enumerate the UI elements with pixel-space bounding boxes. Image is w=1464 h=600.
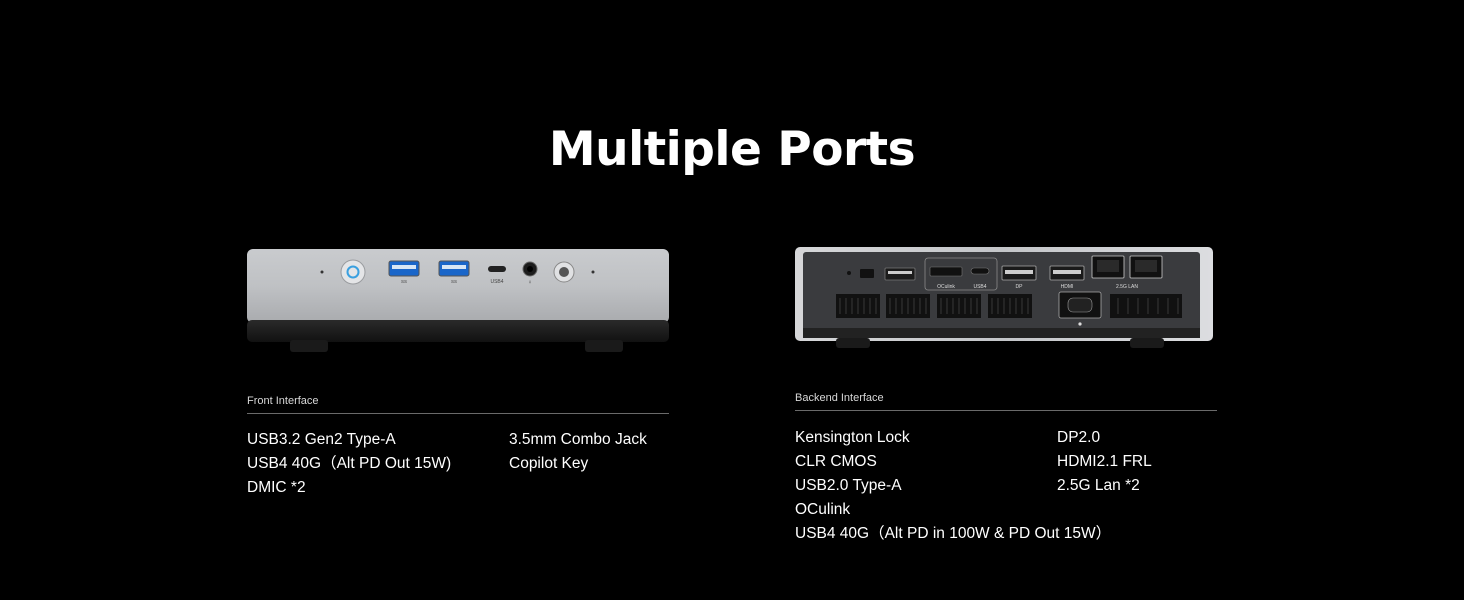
svg-text:SS: SS xyxy=(451,279,457,284)
backend-specs-right: DP2.0 HDMI2.1 FRL 2.5G Lan *2 xyxy=(1057,426,1152,498)
usb-c-port-icon xyxy=(970,267,990,275)
backend-interface-label: Backend Interface xyxy=(795,392,884,404)
hdmi-label: HDMI xyxy=(1061,284,1074,290)
power-button-icon xyxy=(340,259,366,285)
front-specs-right: 3.5mm Combo Jack Copilot Key xyxy=(509,428,647,476)
front-divider xyxy=(247,413,669,414)
front-usb4-label: USB4 xyxy=(490,279,503,285)
spec-item: USB4 40G（Alt PD Out 15W) xyxy=(247,455,452,472)
dp-label: DP xyxy=(1016,284,1024,290)
front-interface-label: Front Interface xyxy=(247,395,319,407)
spec-item: 3.5mm Combo Jack xyxy=(509,431,647,448)
spec-item: 2.5G Lan *2 xyxy=(1057,477,1140,494)
mic-icon xyxy=(320,270,324,274)
spec-item: USB3.2 Gen2 Type-A xyxy=(247,431,396,448)
page-title: Multiple Ports xyxy=(548,122,916,177)
front-base xyxy=(247,320,669,342)
vent-grille xyxy=(836,294,1182,318)
front-body xyxy=(247,249,669,323)
oculink-port-icon xyxy=(929,266,963,277)
backend-divider xyxy=(795,410,1217,411)
lan-label: 2.5G LAN xyxy=(1116,284,1138,290)
usb-c-port-icon xyxy=(488,266,506,272)
spec-item: CLR CMOS xyxy=(795,453,877,470)
spec-item: DMIC *2 xyxy=(247,479,306,496)
spec-item: OCulink xyxy=(795,501,851,518)
svg-text:♀: ♀ xyxy=(528,280,533,286)
spec-item: Kensington Lock xyxy=(795,429,910,446)
spec-item: USB4 40G（Alt PD in 100W & PD Out 15W） xyxy=(795,525,1112,542)
front-specs-left: USB3.2 Gen2 Type-A USB4 40G（Alt PD Out 1… xyxy=(247,428,451,500)
spec-item: USB2.0 Type-A xyxy=(795,477,902,494)
oculink-label: OCulink xyxy=(937,284,955,290)
spec-item: DP2.0 xyxy=(1057,429,1101,446)
front-device-image: SS SS USB4 ♀ xyxy=(247,249,669,352)
svg-text:SS: SS xyxy=(401,279,407,284)
back-usb4-label: USB4 xyxy=(973,284,986,290)
kensington-lock-icon xyxy=(860,269,874,278)
spec-item: Copilot Key xyxy=(509,455,589,472)
spec-item: HDMI2.1 FRL xyxy=(1057,453,1152,470)
back-device-image: OCulink USB4 DP HDMI 2.5G LAN xyxy=(795,247,1213,348)
backend-specs-left: Kensington Lock CLR CMOS USB2.0 Type-A O… xyxy=(795,426,1111,546)
